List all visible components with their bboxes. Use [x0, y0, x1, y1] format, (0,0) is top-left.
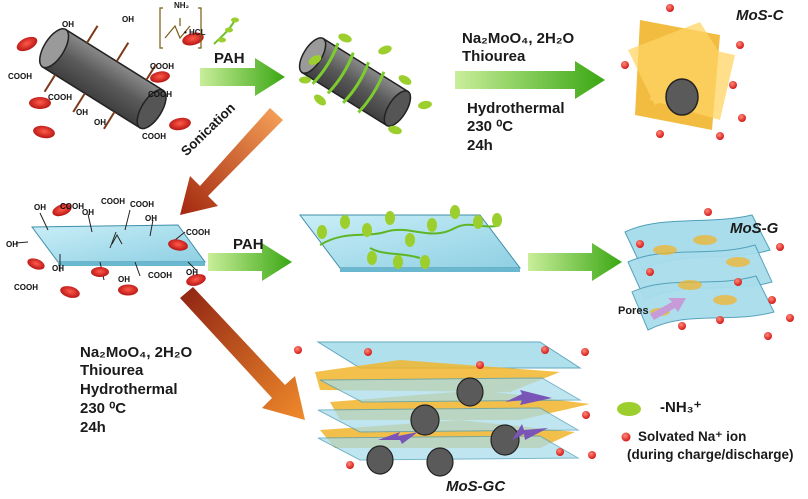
- thiourea-bottom: Thiourea: [80, 362, 144, 379]
- go-oh-3: OH: [82, 208, 94, 217]
- legend-na-label: Solvated Na⁺ ion: [638, 429, 747, 444]
- go-oh-4: OH: [52, 264, 64, 273]
- cnt-cooh-4: COOH: [48, 93, 72, 102]
- red-cells-top: [16, 32, 204, 139]
- pah-graphene-sheet: [298, 205, 522, 272]
- go-cooh-5: COOH: [14, 283, 38, 292]
- cnt-oh-3: OH: [76, 108, 88, 117]
- pah-strand-icon: [213, 17, 239, 45]
- cnt-oh-4: OH: [94, 118, 106, 127]
- reagent-bottom: Na₂MoO₄, 2H₂O: [80, 344, 193, 361]
- functionalized-cnt: [38, 25, 167, 130]
- go-cooh-2: COOH: [101, 197, 125, 206]
- cnt-oh-1: OH: [62, 20, 74, 29]
- leaf-icon: [617, 402, 641, 416]
- cnt-cooh-3: COOH: [148, 90, 172, 99]
- na-ion-dot-icon: [621, 432, 631, 442]
- go-cooh-1: COOH: [60, 202, 84, 211]
- legend-na-sub-label: (during charge/discharge): [627, 447, 794, 462]
- hydrothermal-bottom: Hydrothermal: [80, 381, 178, 398]
- arrow-sonication: [180, 108, 283, 215]
- pah-wrapped-cnt: [298, 33, 432, 135]
- cnt-cooh-2: COOH: [150, 62, 174, 71]
- thiourea-top: Thiourea: [462, 48, 526, 65]
- legend-nh3-label: -NH₃⁺: [660, 399, 702, 416]
- time-top: 24h: [467, 137, 493, 154]
- mos-c-title: MoS-C: [736, 7, 784, 24]
- arrow-hydrothermal-top: [455, 61, 605, 99]
- pah-nh2-label: NH₂: [174, 1, 190, 10]
- mos-c-product: [621, 4, 746, 140]
- pah-label-top: PAH: [214, 50, 245, 67]
- hydrothermal-top: Hydrothermal: [467, 100, 565, 117]
- time-bottom: 24h: [80, 419, 106, 436]
- cnt-cooh-1: COOH: [8, 72, 32, 81]
- reagent-top: Na₂MoO₄, 2H₂O: [462, 30, 575, 47]
- mos-gc-product: [294, 341, 596, 477]
- cnt-cooh-5: COOH: [142, 132, 166, 141]
- arrow-mos-gc: [180, 287, 305, 420]
- mos-gc-title: MoS-GC: [446, 478, 506, 495]
- mos-g-title: MoS-G: [730, 220, 779, 237]
- pah-label-mid: PAH: [233, 236, 264, 253]
- legend-icons: [617, 402, 641, 442]
- pah-hcl-label: • HCL: [184, 28, 206, 37]
- arrow-hydrothermal-mid: [528, 243, 622, 281]
- go-oh-7: OH: [186, 268, 198, 277]
- go-oh-6: OH: [145, 214, 157, 223]
- cnt-oh-2: OH: [122, 15, 134, 24]
- pah-molecule-icon: [159, 7, 202, 49]
- go-cooh-6: COOH: [148, 271, 172, 280]
- go-oh-2: OH: [34, 203, 46, 212]
- arrow-pah-top: [200, 58, 285, 96]
- temp-bottom: 230 ⁰C: [80, 400, 127, 417]
- temp-top: 230 ⁰C: [467, 118, 514, 135]
- graphene-oxide-sheet: [15, 203, 206, 298]
- go-cooh-3: COOH: [130, 200, 154, 209]
- mos-g-product: [624, 208, 794, 340]
- go-oh-5: OH: [118, 275, 130, 284]
- pores-label: Pores: [618, 305, 649, 317]
- arrow-pah-mid: [208, 243, 292, 281]
- go-cooh-4: COOH: [186, 228, 210, 237]
- go-oh-1: OH: [6, 240, 18, 249]
